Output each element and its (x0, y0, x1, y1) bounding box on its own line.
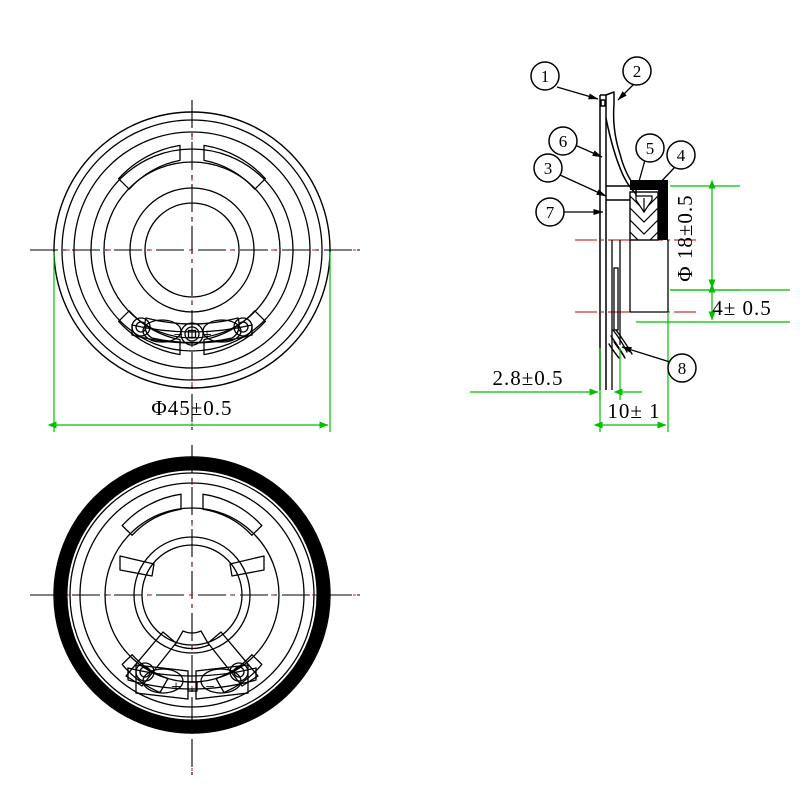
callout-balloon-8[interactable]: 8 (667, 353, 697, 383)
dimension-w-10-label: 10± 1 (607, 399, 660, 423)
front-terminal-positive: + (202, 325, 212, 344)
callout-label-6: 6 (559, 132, 568, 151)
front-outer-rim (53, 111, 331, 389)
callout-balloons: 1 2 3 4 5 6 7 8 (530, 56, 697, 383)
callout-balloon-6[interactable]: 6 (548, 126, 578, 156)
callout-balloon-4[interactable]: 4 (666, 140, 696, 170)
callout-label-3: 3 (544, 159, 553, 178)
dimension-h-4 (636, 283, 790, 323)
section-magnet-assembly (629, 180, 668, 241)
section-view: Φ 18±0.5 4± 0.5 2.8±0.5 10± 1 (470, 83, 790, 432)
dimension-w-2p8 (470, 348, 642, 400)
section-surround (605, 91, 637, 195)
callout-balloon-7[interactable]: 7 (535, 197, 565, 227)
rear-outer-rim (53, 456, 331, 734)
callout-balloon-3[interactable]: 3 (533, 153, 563, 183)
callout-label-8: 8 (678, 359, 687, 378)
section-frame-profile (599, 94, 607, 390)
front-rim-inner (61, 119, 323, 381)
rear-grille-slots (121, 493, 263, 694)
callout-balloon-5[interactable]: 5 (635, 133, 665, 163)
front-view-centerlines (30, 100, 360, 430)
section-centerline (575, 239, 700, 313)
callout-label-5: 5 (646, 139, 655, 158)
dimension-w-2p8-label: 2.8±0.5 (492, 366, 563, 390)
callout-label-4: 4 (677, 146, 686, 165)
front-terminal-negative: − (173, 325, 183, 344)
rear-magnet-outer (133, 536, 251, 654)
section-magnet-body (629, 191, 659, 241)
rear-view: + − (30, 445, 360, 775)
callout-balloon-1[interactable]: 1 (530, 61, 560, 91)
front-view: − + Φ45±0.5 (30, 100, 360, 432)
callout-label-1: 1 (541, 67, 550, 86)
rear-magnet-inner (141, 544, 243, 646)
rear-gasket-ring (54, 457, 330, 733)
dimension-dia-18-label: Φ 18±0.5 (673, 194, 697, 281)
callout-label-2: 2 (633, 62, 642, 81)
rear-spokes (119, 555, 265, 687)
section-magnet-hatch (629, 195, 659, 241)
rear-rim-inner (69, 472, 315, 718)
section-lead-wires (608, 329, 633, 359)
callout-balloon-2[interactable]: 2 (622, 56, 652, 86)
dimension-h-4-label: 4± 0.5 (712, 296, 772, 320)
dimension-dia-45 (47, 252, 331, 432)
front-cone-inner (129, 187, 255, 313)
rear-terminal-assembly (127, 662, 257, 700)
front-frame-ring (73, 131, 311, 369)
front-dust-cap (144, 202, 240, 298)
callout-label-7: 7 (546, 203, 555, 222)
rear-terminal-negative: − (205, 677, 215, 696)
front-cone-outer (90, 148, 294, 352)
rear-terminal-positive: + (171, 677, 181, 696)
dimension-dia-45-label: Φ45±0.5 (151, 396, 232, 420)
front-terminal-assembly (131, 317, 253, 346)
rear-frame-ring (79, 482, 305, 708)
callout-leaders (556, 83, 676, 363)
